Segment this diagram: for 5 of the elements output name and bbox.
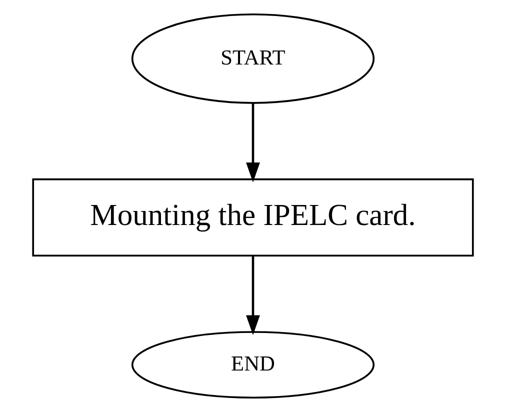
node-ellipse: END <box>130 331 374 399</box>
arrow <box>246 103 260 182</box>
arrow <box>246 256 260 336</box>
node-box: Mounting the IPELC card. <box>32 178 474 257</box>
node-ellipse: START <box>130 13 374 104</box>
